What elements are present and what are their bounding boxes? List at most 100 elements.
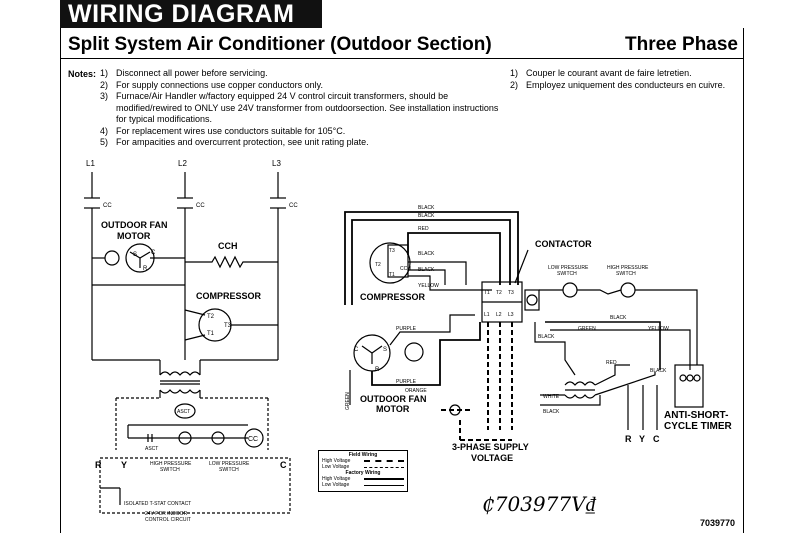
svg-text:RED: RED bbox=[418, 226, 429, 232]
svg-text:BLACK: BLACK bbox=[543, 409, 560, 415]
svg-text:Y: Y bbox=[639, 434, 645, 444]
c-terminal: C bbox=[280, 460, 287, 470]
svg-text:T1: T1 bbox=[207, 331, 215, 337]
anti-short-cycle-timer bbox=[674, 364, 704, 408]
wiring-legend: Field Wiring High Voltage Low Voltage Fa… bbox=[318, 450, 408, 492]
svg-text:GREEN: GREEN bbox=[578, 326, 596, 332]
document-number: 7039770 bbox=[700, 518, 736, 528]
compressor-terminal-block: T3 T2 T1 CCH bbox=[369, 242, 411, 284]
cc-label: CC bbox=[196, 203, 205, 209]
svg-text:SWITCH: SWITCH bbox=[160, 467, 180, 473]
note-item: 5)For ampacities and overcurrent protect… bbox=[100, 137, 369, 147]
supply-label-2: VOLTAGE bbox=[471, 453, 513, 463]
compressor-symbol: T2 T3 T1 bbox=[184, 308, 278, 342]
contactor-contact-l1 bbox=[84, 197, 100, 209]
low-pressure-switch-right: LOW PRESSURE SWITCH bbox=[548, 265, 589, 298]
svg-text:SWITCH: SWITCH bbox=[557, 271, 577, 277]
supply-label: 3-PHASE SUPPLY bbox=[452, 442, 529, 452]
asct-symbol: ASCT bbox=[174, 403, 196, 419]
legend-factory-wiring: Factory Wiring bbox=[345, 470, 381, 476]
diagram-frame bbox=[60, 28, 744, 533]
svg-text:HIGH PRESSURE: HIGH PRESSURE bbox=[150, 461, 192, 467]
svg-text:L3: L3 bbox=[508, 312, 514, 318]
fan-motor-label-right: OUTDOOR FAN bbox=[360, 394, 427, 404]
svg-text:T3: T3 bbox=[389, 248, 395, 254]
isolated-contact-label: ISOLATED T-STAT CONTACT bbox=[124, 501, 191, 507]
svg-text:BLACK: BLACK bbox=[418, 213, 435, 219]
thermostat-terminals: R Y C bbox=[625, 385, 660, 444]
svg-text:GREEN: GREEN bbox=[345, 392, 351, 410]
header-divider bbox=[60, 58, 744, 59]
svg-text:C: C bbox=[151, 250, 156, 256]
svg-text:S: S bbox=[133, 252, 137, 258]
contactor-block: T1 T2 T3 L1 L2 L3 bbox=[481, 281, 540, 323]
fan-motor-right: C S R bbox=[353, 334, 424, 373]
svg-text:T1: T1 bbox=[389, 272, 395, 278]
note-item-fr: 1)Couper le courant avant de faire letre… bbox=[510, 68, 692, 78]
svg-text:BLACK: BLACK bbox=[538, 334, 555, 340]
pictorial-diagram: T3 T2 T1 CCH COMPRESSOR BLACK BLACK RED … bbox=[344, 205, 733, 463]
svg-text:ORANGE: ORANGE bbox=[405, 388, 427, 394]
l2-label: L2 bbox=[178, 159, 187, 168]
svg-text:T2: T2 bbox=[207, 314, 215, 320]
low-pressure-switch-symbol: LOW PRESSURE SWITCH bbox=[209, 431, 250, 473]
contactor-contact-l2 bbox=[177, 197, 193, 209]
fan-motor-symbol: S C R bbox=[92, 243, 185, 273]
contactor-contact-l3 bbox=[270, 197, 286, 209]
svg-text:PURPLE: PURPLE bbox=[396, 379, 417, 385]
fan-motor-label-2: MOTOR bbox=[117, 231, 151, 241]
svg-text:SWITCH: SWITCH bbox=[616, 271, 636, 277]
svg-text:BLACK: BLACK bbox=[610, 315, 627, 321]
fan-motor-label: OUTDOOR FAN bbox=[101, 220, 168, 230]
asct-contact: ASCT bbox=[145, 434, 158, 452]
svg-text:HIGH PRESSURE: HIGH PRESSURE bbox=[607, 265, 649, 271]
svg-text:T3: T3 bbox=[224, 323, 232, 329]
svg-text:WHITE: WHITE bbox=[543, 394, 560, 400]
note-item: 4)For replacement wires use conductors s… bbox=[100, 125, 346, 136]
svg-text:LOW PRESSURE: LOW PRESSURE bbox=[548, 265, 589, 271]
svg-text:R: R bbox=[143, 266, 148, 272]
svg-text:YELLOW: YELLOW bbox=[418, 283, 439, 289]
svg-text:L2: L2 bbox=[496, 312, 502, 318]
svg-text:T2: T2 bbox=[375, 262, 381, 268]
svg-text:ASCT: ASCT bbox=[177, 409, 190, 415]
cc-coil-symbol: CC bbox=[244, 428, 264, 448]
document-signature: ₵703977V₫ bbox=[482, 492, 596, 516]
indoor-circuit-label-2: CONTROL CIRCUIT bbox=[145, 517, 191, 523]
svg-text:BLACK: BLACK bbox=[418, 251, 435, 257]
r-terminal: R bbox=[95, 460, 102, 470]
notes-label: Notes: bbox=[68, 69, 97, 79]
svg-text:CCH: CCH bbox=[400, 266, 411, 272]
cch-label: CCH bbox=[218, 241, 238, 251]
svg-text:BLACK: BLACK bbox=[418, 267, 435, 273]
page-title: WIRING DIAGRAM bbox=[60, 0, 322, 28]
cc-label: CC bbox=[103, 203, 112, 209]
note-item-fr: 2)Employez uniquement des conducteurs en… bbox=[510, 79, 726, 90]
contactor-label: CONTACTOR bbox=[535, 239, 592, 249]
compressor-label: COMPRESSOR bbox=[196, 291, 262, 301]
svg-text:YELLOW: YELLOW bbox=[648, 326, 669, 332]
control-transformer bbox=[159, 371, 201, 394]
timer-label: ANTI-SHORT- bbox=[664, 410, 728, 421]
timer-label-2: CYCLE TIMER bbox=[664, 421, 733, 432]
indoor-circuit-label: 24V FOR INDOOR bbox=[145, 511, 188, 517]
notes-french-list: 1)Couper le courant avant de faire letre… bbox=[510, 68, 740, 91]
ground-symbol bbox=[449, 404, 461, 416]
svg-text:L1: L1 bbox=[484, 312, 490, 318]
svg-text:T2: T2 bbox=[496, 290, 502, 296]
note-item: 3)Furnace/Air Handler w/factory equipped… bbox=[100, 91, 499, 124]
cc-label: CC bbox=[289, 203, 298, 209]
note-item: 2)For supply connections use copper cond… bbox=[100, 79, 323, 90]
fan-motor-label-right-2: MOTOR bbox=[376, 404, 410, 414]
svg-text:R: R bbox=[625, 434, 632, 444]
svg-text:CC: CC bbox=[248, 436, 258, 443]
svg-text:BLACK: BLACK bbox=[650, 368, 667, 374]
l3-label: L3 bbox=[272, 159, 281, 168]
legend-field-wiring: Field Wiring bbox=[348, 452, 378, 458]
svg-text:S: S bbox=[383, 347, 387, 353]
compressor-label-right: COMPRESSOR bbox=[360, 292, 426, 302]
svg-text:C: C bbox=[653, 434, 660, 444]
svg-text:T1: T1 bbox=[484, 290, 490, 296]
svg-text:PURPLE: PURPLE bbox=[396, 326, 417, 332]
